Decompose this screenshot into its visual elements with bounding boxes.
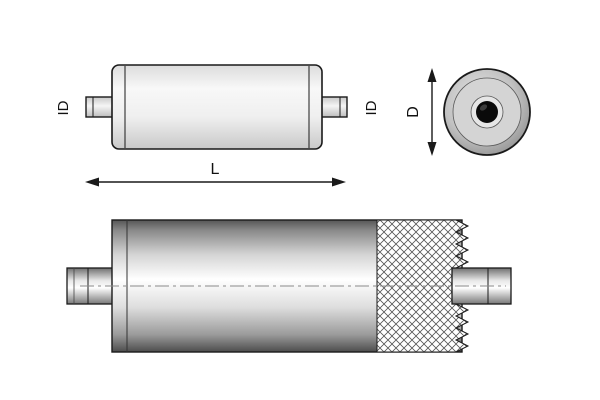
side-view-body <box>111 64 323 150</box>
length-arrowhead-right <box>332 177 346 187</box>
muffler-section-view <box>66 219 512 353</box>
length-label: L <box>211 161 220 178</box>
side-view-inlet-pipe <box>85 96 115 118</box>
insulation-hatch-region <box>376 219 470 353</box>
end-view-pipe-bore <box>476 101 498 123</box>
diameter-arrowhead-bottom <box>427 142 437 156</box>
muffler-side-view: ID ID L <box>55 64 380 187</box>
diameter-arrowhead-top <box>427 68 437 82</box>
muffler-end-view: D <box>405 68 531 156</box>
diameter-label: D <box>405 106 422 118</box>
side-view-outlet-pipe <box>319 96 348 118</box>
diameter-dimension-arrow: D <box>405 68 437 156</box>
length-arrowhead-left <box>85 177 99 187</box>
end-view-bore-highlight <box>479 104 488 111</box>
inlet-id-label: ID <box>55 100 72 115</box>
length-dimension-arrow: L <box>85 161 346 187</box>
outlet-id-label: ID <box>363 100 380 115</box>
